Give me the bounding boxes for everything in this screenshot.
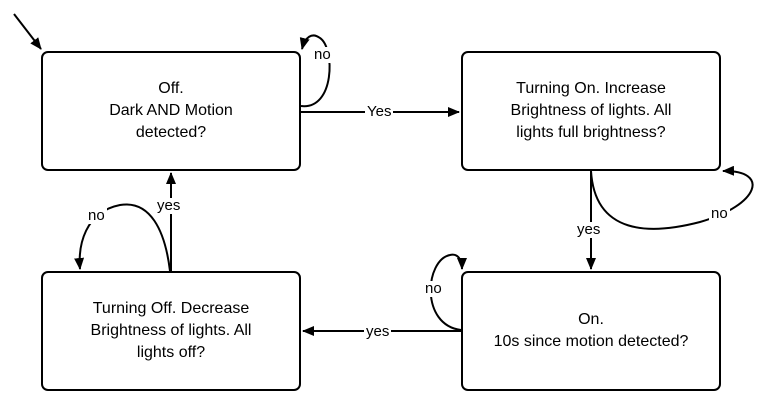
turning-off-self-loop-arrow: [74, 203, 171, 272]
state-off: Off. Dark AND Motion detected?: [41, 51, 301, 171]
transition-label-on-yes: yes: [364, 323, 392, 340]
state-turning-on-line-2: Brightness of lights. All: [510, 102, 672, 119]
transition-label-turning-on-yes: yes: [575, 221, 603, 238]
turning-on-self-loop-arrow: [590, 165, 754, 230]
state-on-line-2: 10s since motion detected?: [493, 333, 689, 350]
on-self-loop-arrow: [429, 253, 467, 331]
initial-arrow: [13, 13, 42, 50]
state-off-line-1: Off.: [158, 80, 184, 97]
state-off-line-2: Dark AND Motion: [109, 102, 233, 119]
state-turning-on: Turning On. Increase Brightness of light…: [461, 51, 721, 171]
transition-label-off-no: no: [312, 46, 333, 63]
state-turning-on-line-3: lights full brightness?: [516, 124, 666, 141]
state-turning-on-line-1: Turning On. Increase: [516, 80, 666, 97]
state-turning-off-line-3: lights off?: [136, 344, 206, 361]
state-turning-off: Turning Off. Decrease Brightness of ligh…: [41, 271, 301, 391]
state-on: On. 10s since motion detected?: [461, 271, 721, 391]
state-on-line-1: On.: [578, 311, 604, 328]
transition-label-turning-off-yes: yes: [155, 197, 183, 214]
transition-label-on-no: no: [423, 280, 444, 297]
transition-label-turning-off-no: no: [86, 207, 107, 224]
transition-label-turning-on-no: no: [709, 205, 730, 222]
state-turning-off-line-2: Brightness of lights. All: [90, 322, 252, 339]
state-turning-off-line-1: Turning Off. Decrease: [92, 300, 250, 317]
transition-label-off-yes: Yes: [365, 103, 394, 120]
off-self-loop-arrow: [299, 34, 331, 108]
state-off-line-3: detected?: [135, 124, 207, 141]
